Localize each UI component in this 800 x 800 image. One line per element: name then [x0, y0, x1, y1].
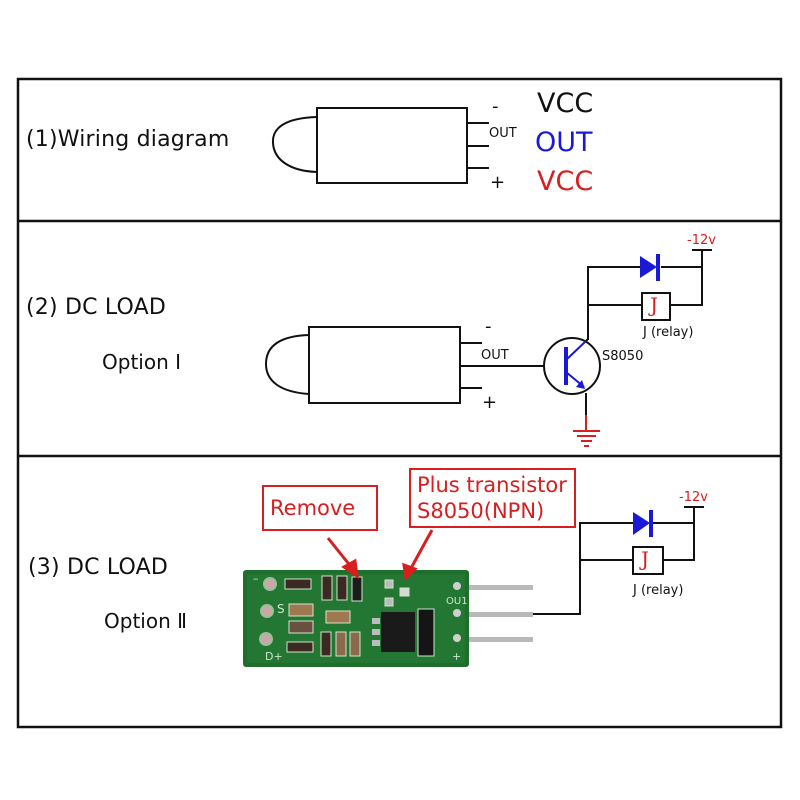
diode-symbol-2 — [640, 254, 660, 281]
legend-vcc-negative: VCC — [537, 88, 594, 119]
pcb-pin-mid — [469, 612, 533, 617]
pin-out-label-1: OUT — [489, 126, 517, 141]
relay-coil-2 — [641, 292, 671, 321]
pcb-regulator — [381, 612, 415, 652]
transistor-s8050 — [543, 337, 601, 395]
relay-label-2: J (relay) — [643, 325, 694, 340]
callout-arrows — [326, 529, 434, 582]
pcb-silk-minus: – — [253, 572, 259, 585]
section-2-title: (2) DC LOAD — [26, 295, 167, 320]
relay-symbol-3: J — [641, 547, 650, 571]
pcb-pin-bot — [469, 637, 533, 642]
legend-vcc-positive: VCC — [537, 166, 594, 197]
section-3-title: (3) DC LOAD — [28, 555, 169, 580]
ground-symbol — [573, 415, 600, 447]
pcb-silk-s: S — [277, 602, 285, 616]
diode-symbol-3 — [633, 510, 653, 537]
legend-out: OUT — [535, 127, 593, 158]
supply-label-3: -12v — [679, 490, 708, 505]
callout-plus-transistor: Plus transistor S8050(NPN) — [409, 468, 576, 528]
pin-minus-label-2: - — [485, 316, 492, 337]
relay-coil-3 — [632, 546, 664, 575]
callout-remove: Remove — [262, 485, 378, 531]
sensor-dome-1 — [271, 116, 318, 173]
callout-plus-line1: Plus transistor — [417, 473, 567, 497]
pin-out-label-2: OUT — [481, 348, 509, 363]
callout-plus-line2: S8050(NPN) — [417, 499, 545, 523]
relay-symbol-2: J — [650, 293, 659, 317]
circuit-wires-2 — [585, 249, 712, 415]
pin-minus-label-1: - — [492, 96, 499, 117]
callout-remove-text: Remove — [270, 496, 356, 520]
pin-plus-label-1: + — [490, 172, 506, 193]
relay-label-3: J (relay) — [633, 583, 684, 598]
outer-frame — [16, 77, 783, 729]
pcb-module-image — [243, 570, 533, 667]
transistor-label: S8050 — [602, 349, 644, 364]
section-2-option: Option Ⅰ — [102, 350, 182, 374]
sensor-body-2 — [308, 326, 461, 404]
sensor-symbol-1 — [271, 107, 489, 184]
pcb-silk-plus: + — [452, 650, 462, 663]
section-1-title: (1)Wiring diagram — [26, 127, 230, 152]
pcb-pin-top — [469, 585, 533, 590]
section-3-option: Option Ⅱ — [104, 609, 187, 633]
pcb-silk-out: OU1 — [446, 596, 468, 607]
supply-label-2: -12v — [687, 233, 716, 248]
sensor-symbol-2 — [264, 326, 548, 404]
pin-plus-label-2: + — [482, 392, 498, 413]
sensor-dome-2 — [264, 334, 310, 395]
sensor-body-1 — [316, 107, 468, 184]
circuit-wires-3 — [533, 506, 704, 615]
pcb-silk-d-plus: D+ — [265, 650, 283, 663]
